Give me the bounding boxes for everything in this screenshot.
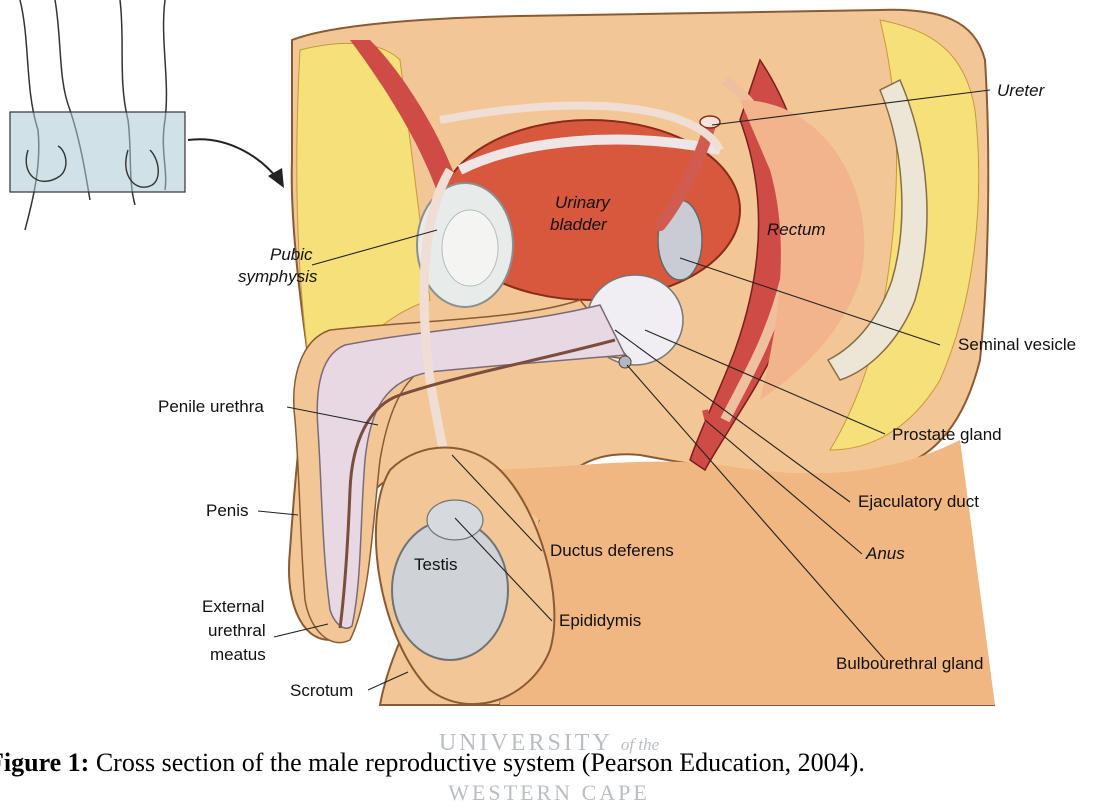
- label-rectum: Rectum: [767, 220, 826, 239]
- label-scrotum: Scrotum: [290, 681, 353, 700]
- inset-arrow-icon: [188, 139, 280, 182]
- label-testis: Testis: [414, 555, 457, 574]
- caption-prefix: Figure 1:: [0, 748, 89, 777]
- label-ureter: Ureter: [997, 81, 1046, 100]
- label-urinary-bladder-line1: Urinary: [555, 193, 611, 212]
- label-bulbourethral-gland: Bulbourethral gland: [836, 654, 983, 673]
- label-external-urethral-meatus: External urethral meatus: [202, 597, 270, 664]
- label-seminal-vesicle: Seminal vesicle: [958, 335, 1076, 354]
- caption-text: Cross section of the male reproductive s…: [89, 748, 864, 777]
- figure-caption: Figure 1: Cross section of the male repr…: [0, 748, 865, 778]
- label-penile-urethra: Penile urethra: [158, 397, 264, 416]
- label-epididymis: Epididymis: [559, 611, 641, 630]
- anatomy-body: [289, 10, 995, 705]
- label-eum-line2: urethral: [208, 621, 266, 640]
- label-ejaculatory-duct: Ejaculatory duct: [858, 492, 979, 511]
- label-urinary-bladder-line2: bladder: [550, 215, 608, 234]
- label-eum-line3: meatus: [210, 645, 266, 664]
- watermark-line2: WESTERN CAPE: [0, 780, 1098, 806]
- label-pubic-symphysis-line1: Pubic: [270, 245, 313, 264]
- label-eum-line1: External: [202, 597, 264, 616]
- label-penis: Penis: [206, 501, 249, 520]
- label-pubic-symphysis-line2: symphysis: [238, 267, 318, 286]
- label-prostate-gland: Prostate gland: [892, 425, 1002, 444]
- label-ductus-deferens: Ductus deferens: [550, 541, 674, 560]
- orientation-inset: [10, 0, 284, 230]
- label-anus: Anus: [865, 544, 905, 563]
